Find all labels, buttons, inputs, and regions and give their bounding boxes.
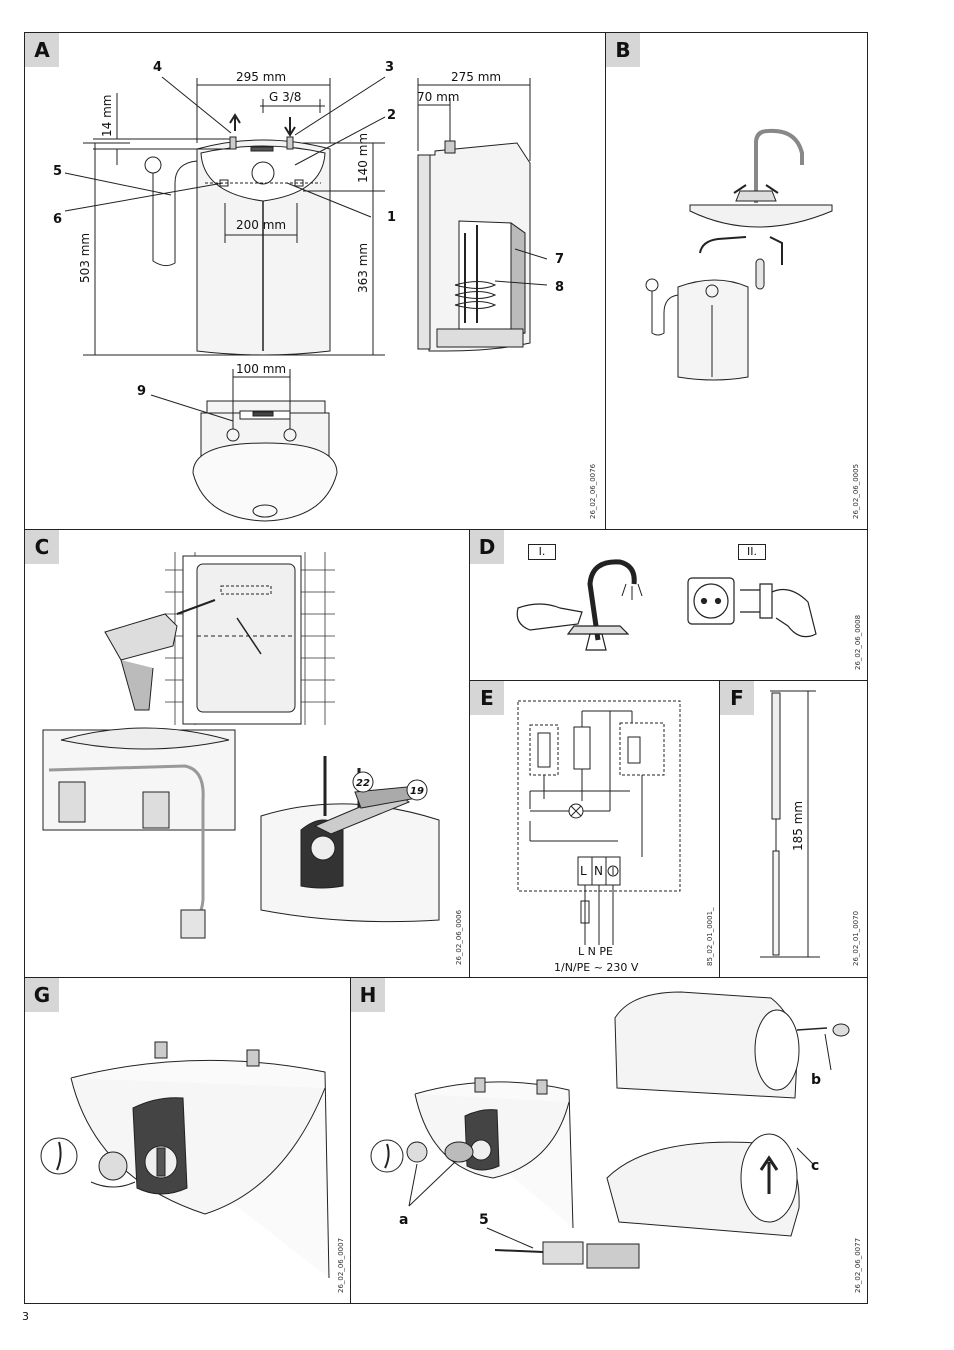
- panel-e-drawing: L N L N PE 1/N/PE ~ 230 V: [517, 700, 681, 974]
- callout-1: 1: [387, 210, 396, 225]
- dim-295: 295 mm: [236, 70, 286, 84]
- panel-a-code: 26_02_06_0076: [589, 463, 597, 519]
- panel-h-drawing: b c a 5: [370, 991, 850, 1269]
- callout-c: c: [811, 1158, 819, 1174]
- dim-363: 363 mm: [356, 243, 370, 293]
- wrench-size-19: 19: [410, 786, 424, 797]
- callout-5-assembly: 5: [479, 1212, 489, 1228]
- panel-a-label: A: [25, 33, 59, 67]
- callout-9: 9: [137, 384, 146, 399]
- panel-f-label: F: [720, 681, 754, 715]
- callout-7: 7: [555, 252, 564, 267]
- panel-c-drawing: 22 19: [42, 552, 440, 939]
- supply-voltage: 1/N/PE ~ 230 V: [554, 961, 639, 974]
- panel-c: C: [24, 529, 470, 978]
- terminal-n: N: [594, 864, 603, 878]
- panel-c-label: C: [25, 530, 59, 564]
- panel-a: A: [24, 32, 606, 530]
- supply-conductors: L N PE: [578, 945, 613, 958]
- panel-g-code: 26_02_06_0007: [337, 1237, 345, 1293]
- panel-g: G 26_02_06_0007: [24, 977, 351, 1304]
- panel-f-drawing: 185 mm: [760, 690, 820, 958]
- callout-5: 5: [53, 164, 62, 179]
- panel-h-code: 26_02_06_0077: [854, 1237, 862, 1293]
- panel-a-drawing: 295 mm G 3/8 275 mm 70 mm 200 mm 100 mm …: [53, 60, 564, 522]
- callout-2: 2: [387, 108, 396, 123]
- step-two-box: II.: [738, 544, 766, 560]
- panel-e-label: E: [470, 681, 504, 715]
- panel-h: H: [350, 977, 868, 1304]
- panel-d: D I. II. 26_02_06_0008: [469, 529, 868, 681]
- callout-4: 4: [153, 60, 162, 75]
- panel-f-code: 26_02_01_0070: [852, 910, 860, 966]
- step-one-box: I.: [528, 544, 556, 560]
- panel-g-drawing: [40, 1041, 330, 1279]
- panel-g-label: G: [25, 978, 59, 1012]
- panel-b-label: B: [606, 33, 640, 67]
- panel-e-code: 85_02_01_0001_: [706, 907, 714, 966]
- callout-6: 6: [53, 212, 62, 227]
- callout-b: b: [811, 1072, 821, 1088]
- panel-h-label: H: [351, 978, 385, 1012]
- panel-e: E: [469, 680, 720, 978]
- panel-d-drawing: [516, 559, 817, 651]
- sensor-length: 185 mm: [791, 801, 805, 851]
- callout-3: 3: [385, 60, 394, 75]
- panel-c-code: 26_02_06_0006: [455, 909, 463, 965]
- dim-100: 100 mm: [236, 362, 286, 376]
- panel-b-drawing: [645, 128, 833, 381]
- panel-b-code: 26_02_06_0005: [852, 463, 860, 519]
- dim-503: 503 mm: [78, 233, 92, 283]
- panel-f: F 185 mm 26_02_01_0070: [719, 680, 868, 978]
- panel-d-code: 26_02_06_0008: [854, 614, 862, 670]
- dim-14: 14 mm: [100, 95, 114, 137]
- terminal-l: L: [580, 864, 587, 878]
- dim-140: 140 mm: [356, 133, 370, 183]
- dim-275: 275 mm: [451, 70, 501, 84]
- dim-200: 200 mm: [236, 218, 286, 232]
- callout-a: a: [399, 1212, 408, 1228]
- panel-d-label: D: [470, 530, 504, 564]
- wrench-size-22: 22: [356, 778, 370, 789]
- page-number: 3: [22, 1310, 29, 1323]
- dim-g38: G 3/8: [269, 90, 301, 104]
- dim-70: 70 mm: [417, 90, 459, 104]
- panel-b: B 26_02_06_0005: [605, 32, 868, 530]
- callout-8: 8: [555, 280, 564, 295]
